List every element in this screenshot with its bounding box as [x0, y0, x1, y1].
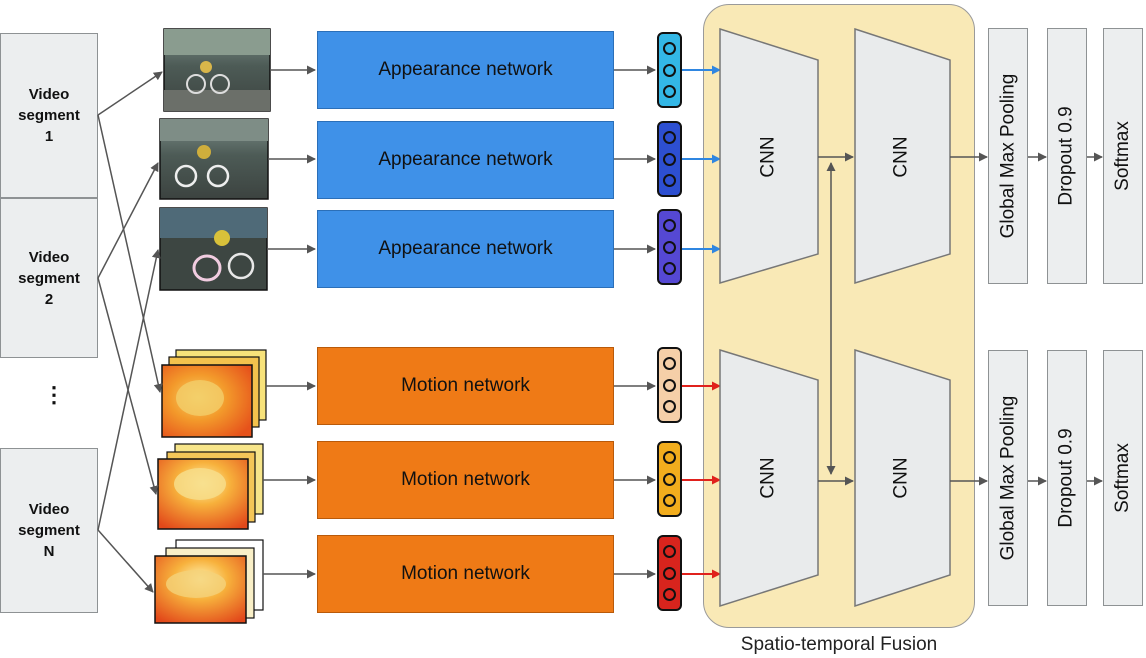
cnn-label-motion-1: CNN: [757, 457, 779, 499]
appearance-feature-vector-1: [657, 32, 682, 108]
video-segment-1-line3: 1: [44, 128, 54, 145]
motion-network-3-label: Motion network: [401, 563, 530, 584]
fusion-input-arrows-appearance: [682, 65, 721, 254]
feature-arrows: [614, 65, 656, 579]
appearance-network-3-label: Appearance network: [378, 238, 553, 259]
dropout-label-top: Dropout 0.9: [1056, 106, 1078, 206]
rgb-frame-2: [159, 118, 269, 200]
video-segment-n-line3: N: [43, 543, 55, 560]
softmax-box-bottom: [1103, 350, 1143, 606]
video-segment-1-line2: segment: [18, 107, 80, 124]
cnn-block-appearance-1: [719, 27, 819, 285]
fusion-input-arrows-motion: [682, 381, 721, 579]
global-max-pooling-label-top: Global Max Pooling: [997, 73, 1019, 239]
rgb-frame-1: [163, 28, 271, 112]
dropout-box-bottom: [1047, 350, 1087, 606]
cnn-block-motion-1: [719, 348, 819, 608]
optical-flow-stack-3: [154, 539, 264, 624]
feature-node: [663, 173, 676, 187]
rgb-frame-3: [159, 207, 268, 291]
feature-node: [663, 472, 676, 486]
softmax-box-top: [1103, 28, 1143, 284]
appearance-network-2: Appearance network: [317, 121, 614, 199]
feature-node: [663, 357, 676, 371]
dropout-box-top: [1047, 28, 1087, 284]
feature-node: [663, 42, 676, 56]
cnn-block-motion-2: [854, 348, 951, 608]
video-segment-1-line1: Video: [28, 86, 70, 103]
motion-network-2: Motion network: [317, 441, 614, 519]
cnn-label-appearance-2: CNN: [890, 136, 912, 178]
feature-node: [663, 493, 676, 507]
segment-connectors: [97, 71, 163, 593]
feature-node: [663, 587, 676, 601]
global-max-pooling-box-top: [988, 28, 1028, 284]
motion-feature-vector-1: [657, 347, 682, 423]
motion-feature-vector-2: [657, 441, 682, 517]
softmax-label-bottom: Softmax: [1112, 443, 1134, 513]
video-segment-2-line2: segment: [18, 269, 80, 287]
feature-node: [663, 545, 676, 559]
optical-flow-stack-2: [157, 443, 264, 530]
optical-flow-stack-1: [161, 349, 267, 438]
appearance-network-3: Appearance network: [317, 210, 614, 288]
appearance-feature-vector-2: [657, 121, 682, 197]
input-arrows: [263, 65, 316, 579]
motion-network-2-label: Motion network: [401, 469, 530, 490]
feature-node: [663, 63, 676, 77]
softmax-label-top: Softmax: [1112, 121, 1134, 191]
feature-node: [663, 219, 676, 233]
cnn-label-appearance-1: CNN: [757, 136, 779, 178]
feature-node: [663, 261, 676, 275]
video-segment-2-line1: Video: [28, 248, 70, 266]
video-segment-2-line3: 2: [44, 290, 54, 308]
feature-node: [663, 84, 676, 98]
global-max-pooling-box-bottom: [988, 350, 1028, 606]
fusion-internal-arrows: [818, 152, 854, 486]
head-arrows: [950, 152, 1103, 486]
appearance-network-1: Appearance network: [317, 31, 614, 109]
motion-network-3: Motion network: [317, 535, 614, 613]
fusion-caption: Spatio-temporal Fusion: [740, 634, 938, 655]
feature-node: [663, 240, 676, 254]
motion-network-1: Motion network: [317, 347, 614, 425]
feature-node: [663, 152, 676, 166]
feature-node: [663, 451, 676, 465]
cnn-block-appearance-2: [854, 27, 951, 285]
feature-node: [663, 566, 676, 580]
video-segment-n: Video segment N: [0, 448, 98, 613]
feature-node: [663, 378, 676, 392]
video-segment-n-line1: Video: [28, 501, 70, 518]
motion-feature-vector-3: [657, 535, 682, 611]
feature-node: [663, 399, 676, 413]
global-max-pooling-label-bottom: Global Max Pooling: [997, 395, 1019, 561]
appearance-network-2-label: Appearance network: [378, 149, 553, 170]
video-segment-1: Video segment 1: [0, 33, 98, 198]
dropout-label-bottom: Dropout 0.9: [1056, 428, 1078, 528]
appearance-network-1-label: Appearance network: [378, 59, 553, 80]
cnn-label-motion-2: CNN: [890, 457, 912, 499]
feature-node: [663, 131, 676, 145]
motion-network-1-label: Motion network: [401, 375, 530, 396]
video-segment-n-line2: segment: [18, 522, 80, 539]
video-segment-2: Video segment 2: [0, 198, 98, 358]
appearance-feature-vector-3: [657, 209, 682, 285]
